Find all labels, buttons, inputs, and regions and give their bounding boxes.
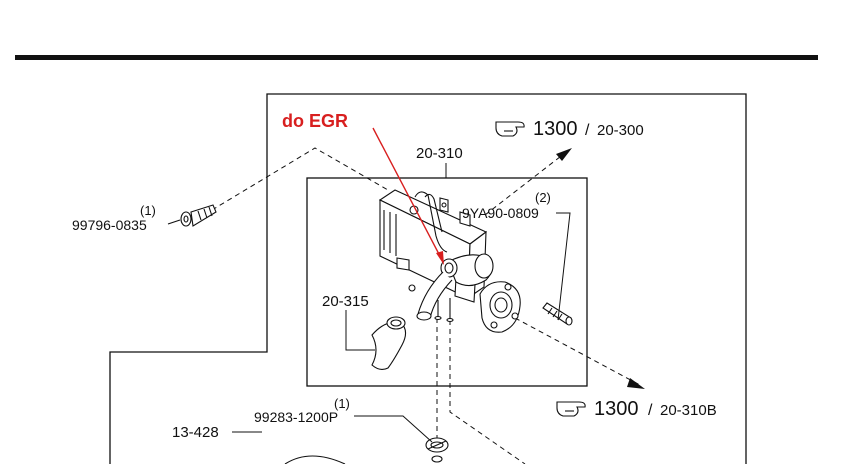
pointing-hand-icon bbox=[495, 121, 525, 137]
clamp-qty: (1) bbox=[334, 396, 350, 411]
flange-guide-line bbox=[514, 317, 641, 386]
outlet-guide-line bbox=[484, 152, 566, 216]
hose-part bbox=[371, 316, 407, 371]
pointing-hand-icon bbox=[556, 401, 586, 417]
leader-20-315 bbox=[345, 310, 375, 351]
bolt-part-number: 99796-0835 bbox=[72, 217, 147, 233]
arrowhead-bottom bbox=[627, 378, 645, 389]
label-20-315: 20-315 bbox=[322, 293, 369, 310]
assembly-outline bbox=[109, 93, 747, 464]
pipe-13-428-part bbox=[284, 455, 346, 465]
subassembly-box bbox=[306, 177, 588, 387]
stud-qty: (2) bbox=[535, 190, 551, 205]
ref-top-page[interactable]: 1300 bbox=[533, 118, 578, 140]
ref-bottom-separator: / bbox=[648, 402, 653, 419]
leader-clamp bbox=[354, 415, 433, 443]
ref-top-section[interactable]: 20-300 bbox=[597, 122, 644, 139]
pipe-guide-line-right bbox=[449, 320, 526, 465]
bolt-qty: (1) bbox=[140, 203, 156, 218]
ref-bottom-page[interactable]: 1300 bbox=[594, 398, 639, 420]
stud-part-number: 9YA90-0809 bbox=[462, 205, 539, 221]
clamp-part-number: 99283-1200P bbox=[254, 409, 338, 425]
egr-flange-part bbox=[479, 281, 521, 333]
egr-annotation-arrow bbox=[372, 127, 442, 259]
bolt-guide-line bbox=[211, 147, 389, 211]
arrowhead-top bbox=[556, 148, 572, 161]
label-13-428: 13-428 bbox=[172, 424, 219, 441]
leader-stud bbox=[556, 212, 571, 321]
leader-lines bbox=[232, 163, 571, 443]
ref-bottom-section[interactable]: 20-310B bbox=[660, 402, 717, 419]
ref-top-separator: / bbox=[585, 122, 590, 139]
label-20-310: 20-310 bbox=[416, 145, 463, 162]
bolt-part bbox=[167, 204, 217, 227]
stud-part bbox=[542, 302, 573, 326]
guide-lines bbox=[211, 147, 641, 465]
clamp-part bbox=[425, 437, 449, 463]
egr-annotation-arrowhead bbox=[436, 251, 444, 265]
header-rule bbox=[15, 55, 818, 60]
egr-annotation: do EGR bbox=[282, 111, 348, 131]
egr-cooler-part bbox=[378, 189, 494, 323]
